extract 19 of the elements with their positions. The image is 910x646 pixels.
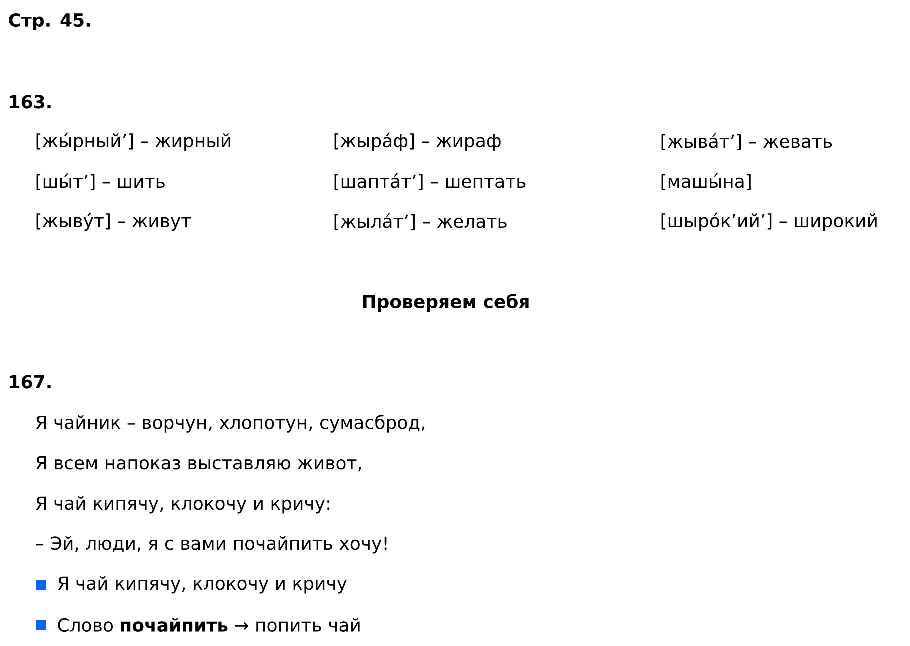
- bullet-text: Слово почайпить → попить чай: [58, 618, 360, 632]
- heading: 163.: [10, 95, 51, 109]
- text-line: [жыла́т’] – желать: [334, 214, 507, 230]
- heading: 167.: [10, 375, 51, 389]
- text-line: – Эй, люди, я с вами почайпить хочу!: [36, 536, 387, 554]
- text-line: [шыро́к’ий’] – широкий: [662, 212, 877, 232]
- text-line: [шы́т’] – шить: [36, 174, 165, 190]
- text-line: [шапта́т’] – шептать: [334, 174, 526, 190]
- bullet-text: Я чай кипячу, клокочу и кричу: [58, 576, 347, 594]
- text-line: [жы́рный’] – жирный: [36, 132, 230, 152]
- text-line: Я всем напоказ выставляю живот,: [36, 456, 362, 472]
- text-line: [жыра́ф] – жираф: [334, 132, 501, 152]
- text-line: Я чайник – ворчун, хлопотун, сумасброд,: [36, 415, 425, 433]
- section-heading: Проверяем себя: [363, 294, 529, 312]
- text-line: [машы́на]: [662, 174, 751, 190]
- text-line: [жыва́т’] – жевать: [662, 134, 832, 150]
- text-line: [жыву́т] – живут: [36, 212, 192, 232]
- text-line: Я чай кипячу, клокочу и кричу:: [36, 496, 330, 514]
- heading: Стр. 45.: [9, 13, 90, 31]
